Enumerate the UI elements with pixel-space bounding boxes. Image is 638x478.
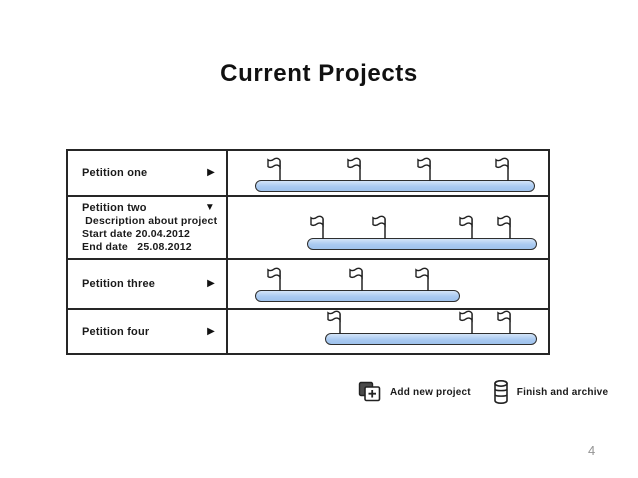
page-number: 4 [588, 443, 596, 458]
timeline-bar [254, 290, 460, 302]
milestone-flag-icon [349, 266, 367, 292]
expand-right-icon[interactable]: ▶ [207, 278, 215, 289]
project-name: Petition three [82, 278, 156, 290]
milestone-flag-icon [496, 309, 514, 335]
project-start-date: Start date 20.04.2012 [82, 228, 191, 240]
project-label-cell[interactable]: Petition three ▶ [68, 260, 228, 308]
project-label-cell[interactable]: Petition four ▶ [68, 310, 228, 353]
expand-right-icon[interactable]: ▶ [207, 325, 215, 337]
timeline-bar [307, 238, 538, 250]
timeline-cell [228, 197, 548, 258]
timeline-cell [228, 310, 548, 353]
finish-and-archive-label: Finish and archive [516, 386, 609, 398]
project-row-petition-one[interactable]: Petition one ▶ [68, 151, 548, 197]
add-new-project-label: Add new project [390, 386, 471, 398]
collapse-down-icon[interactable]: ▼ [204, 202, 215, 213]
project-details: Description about project Start date 20.… [82, 215, 226, 254]
project-name: Petition four [82, 325, 150, 338]
milestone-flag-icon [459, 214, 477, 240]
project-row-petition-two[interactable]: Petition two ▼ Description about project… [68, 197, 548, 260]
expand-right-icon[interactable]: ▶ [207, 167, 215, 178]
timeline-cell [228, 260, 548, 308]
milestone-flag-icon [496, 214, 514, 240]
milestone-flag-icon [347, 156, 365, 182]
add-new-project-icon [358, 381, 381, 402]
project-label-cell[interactable]: Petition one ▶ [68, 151, 228, 195]
milestone-flag-icon [416, 156, 434, 182]
milestone-flag-icon [267, 156, 285, 182]
milestone-flag-icon [267, 266, 285, 292]
add-new-project-button[interactable]: Add new project [358, 381, 471, 403]
project-end-date: End date 25.08.2012 [82, 241, 192, 253]
timeline-cell [228, 151, 548, 195]
project-label-cell[interactable]: Petition two ▼ Description about project… [68, 197, 228, 258]
project-row-petition-four[interactable]: Petition four ▶ [68, 310, 548, 353]
timeline-bar [254, 180, 535, 192]
projects-table: Petition one ▶ Petition two ▼ Descriptio… [66, 149, 550, 355]
milestone-flag-icon [495, 156, 513, 182]
project-name: Petition two [82, 202, 147, 214]
project-row-petition-three[interactable]: Petition three ▶ [68, 260, 548, 310]
milestone-flag-icon [459, 309, 477, 335]
project-name: Petition one [82, 167, 148, 179]
timeline-bar [324, 333, 538, 345]
finish-and-archive-button[interactable]: Finish and archive [493, 379, 608, 405]
database-icon [493, 379, 508, 405]
project-description: Description about project [82, 215, 218, 227]
milestone-flag-icon [327, 309, 345, 335]
milestone-flag-icon [415, 266, 433, 292]
footer-actions: Add new project Finish and archive [358, 378, 608, 406]
milestone-flag-icon [310, 214, 328, 240]
page-title: Current Projects [220, 60, 418, 87]
milestone-flag-icon [372, 214, 390, 240]
